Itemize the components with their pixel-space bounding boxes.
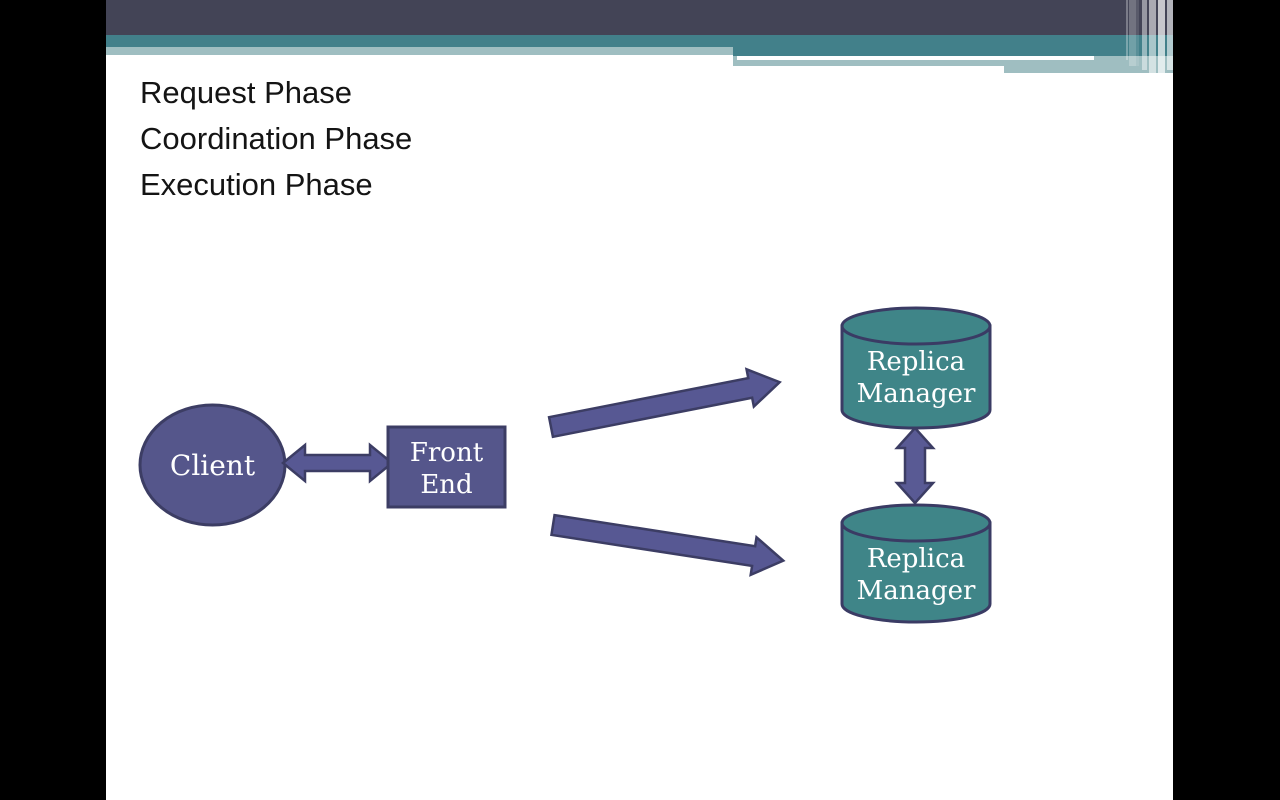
- header-step-teal: [733, 47, 1173, 56]
- header-bar-light-teal: [106, 47, 1173, 55]
- slide-title: Request Phase Coordination Phase Executi…: [140, 70, 412, 208]
- front-end-label-line2: End: [420, 470, 472, 500]
- replica-bottom-label-line1: Replica: [867, 544, 965, 574]
- header-step-light: [733, 56, 1173, 66]
- cylinder-body: [840, 324, 992, 430]
- stripe: [1149, 0, 1156, 78]
- system-diagram: Client Front End Replica Manager: [138, 306, 992, 624]
- front-end-box: [386, 425, 507, 509]
- stripe: [1126, 0, 1128, 60]
- title-line-request: Request Phase: [140, 75, 352, 110]
- arrow-to-top-replica: [547, 367, 782, 439]
- header-white-line-2: [862, 66, 1004, 71]
- header-white-line: [737, 56, 1094, 60]
- header-corner-stripes: [1125, 0, 1173, 78]
- cylinder-top: [840, 306, 992, 346]
- title-line-execution: Execution Phase: [140, 167, 373, 202]
- header-bar-teal: [106, 35, 1173, 47]
- header-bar-dark: [106, 0, 1173, 35]
- replica-replica-double-arrow: [894, 426, 936, 505]
- stripe: [1158, 0, 1165, 74]
- cylinder-body: [840, 521, 992, 624]
- client-label: Client: [170, 449, 256, 482]
- presentation-slide: Request Phase Coordination Phase Executi…: [106, 0, 1173, 800]
- replica-bottom-label-line2: Manager: [857, 576, 976, 606]
- replica-manager-bottom-cylinder: Replica Manager: [840, 503, 992, 624]
- arrow-to-bottom-replica: [550, 513, 786, 577]
- client-frontend-double-arrow: [281, 442, 394, 484]
- header-step-light-2: [1004, 66, 1173, 73]
- replica-top-label-line2: Manager: [857, 379, 976, 409]
- front-end-label-line1: Front: [410, 438, 484, 468]
- cylinder-top: [840, 503, 992, 543]
- stripe: [1142, 0, 1147, 70]
- title-line-coordination: Coordination Phase: [140, 121, 413, 156]
- replica-top-label-line1: Replica: [867, 347, 965, 377]
- stripe: [1136, 0, 1139, 66]
- stripe: [1129, 0, 1136, 66]
- replica-manager-top-cylinder: Replica Manager: [840, 306, 992, 430]
- stripe: [1167, 0, 1173, 70]
